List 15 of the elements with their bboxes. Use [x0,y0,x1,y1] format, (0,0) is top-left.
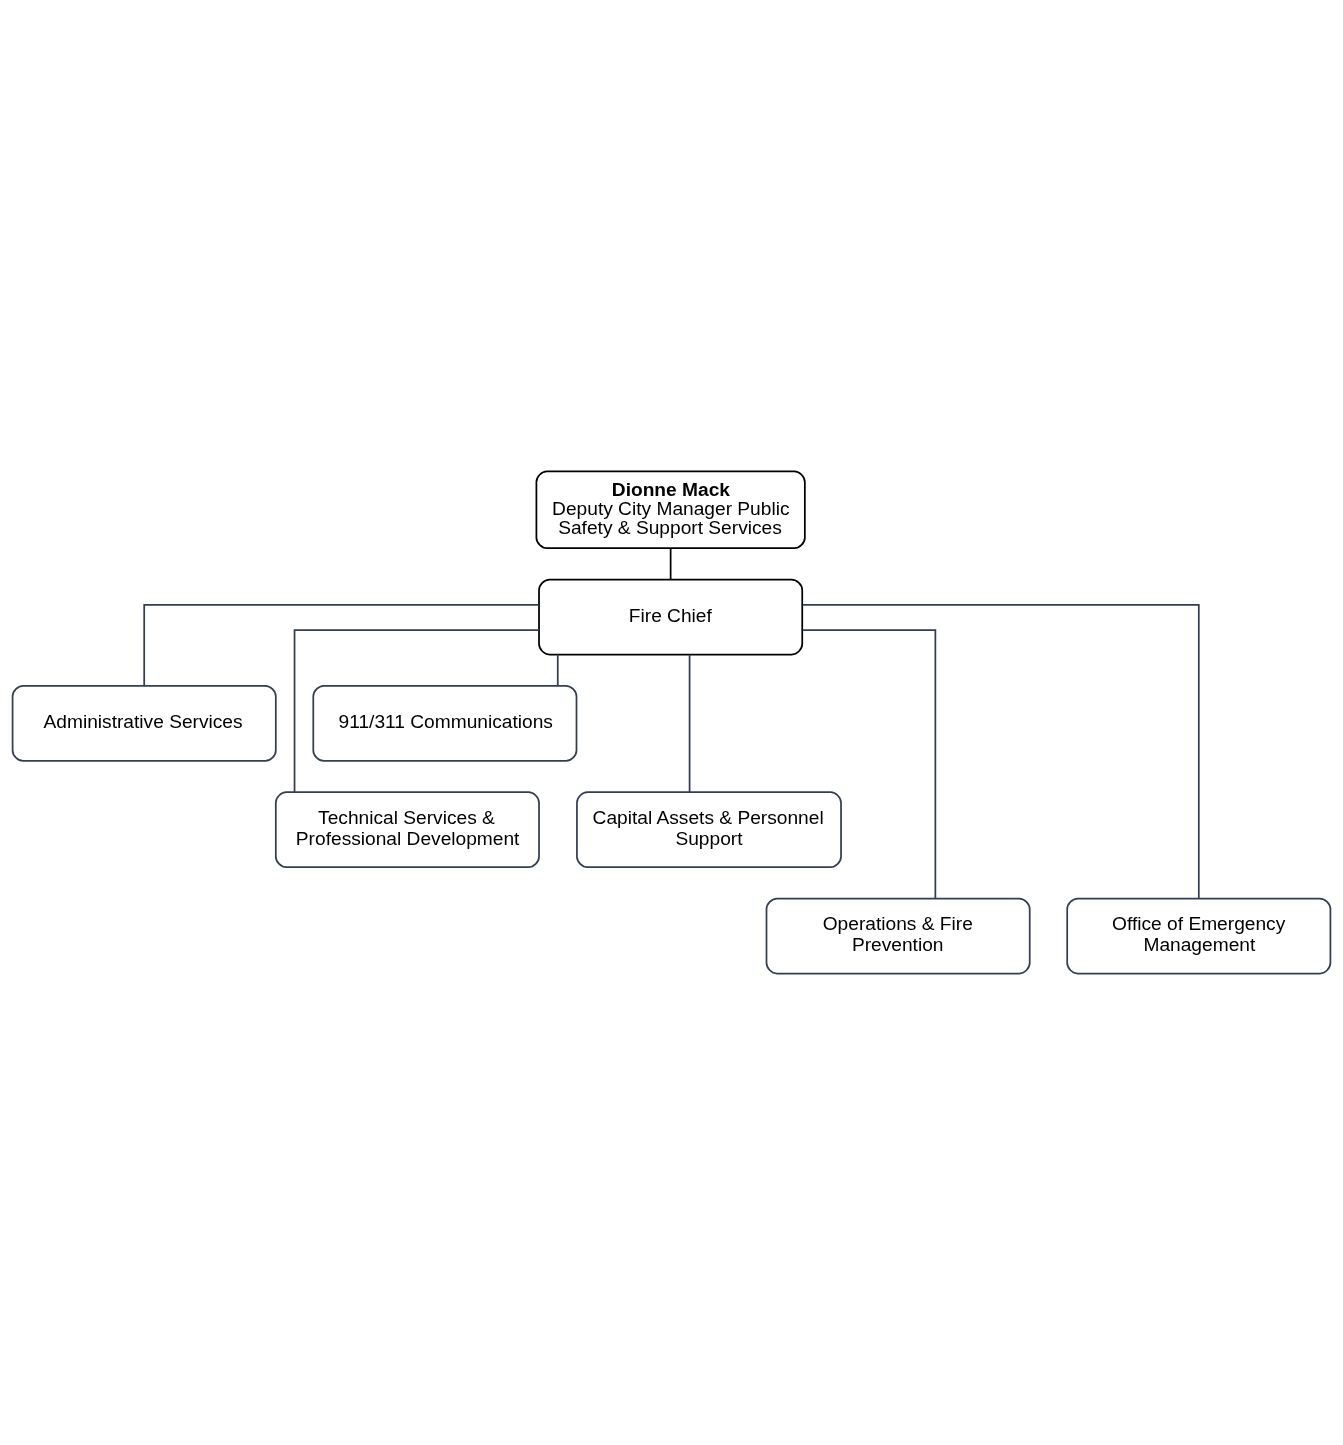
connector [669,547,672,581]
node-box: Capital Assets & Personnel Support [576,791,842,869]
node-box: 911/311 Communications [312,685,578,762]
connector [688,653,691,794]
node-box: Dionne Mack Deputy City Manager Public Safety & Support Services [535,470,806,550]
connector [801,603,1200,900]
node-box: Technical Services & Professional Development [274,791,540,869]
connector [143,603,540,687]
connector [293,629,540,794]
node-box: Administrative Services [11,685,277,762]
connector [801,629,937,900]
node-box: Fire Chief [538,578,804,656]
node-box: Operations & Fire Prevention [765,897,1031,975]
connector [556,653,559,687]
node-box: Office of Emergency Management [1066,897,1332,975]
